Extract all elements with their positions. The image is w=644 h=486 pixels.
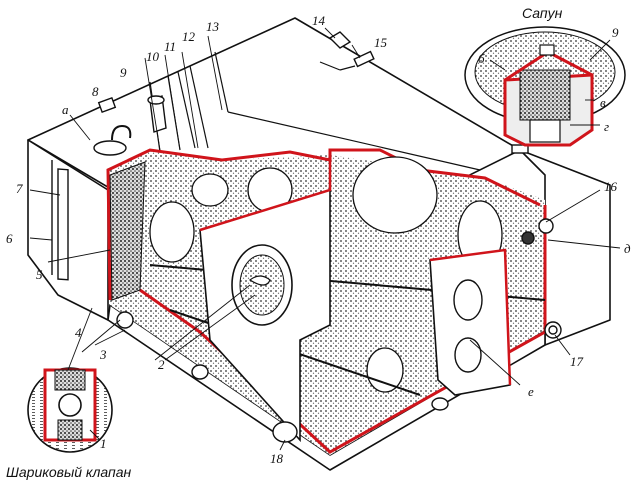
clip <box>248 275 271 286</box>
right-fittings <box>521 218 562 339</box>
letter-b: б <box>478 51 485 66</box>
cap-handle <box>111 124 132 141</box>
callout-9: 9 <box>120 65 127 80</box>
callout-6: 6 <box>6 231 13 246</box>
baffle-hole <box>453 279 483 321</box>
side-boss <box>191 364 209 380</box>
breather-callout-9: 9 <box>612 25 619 40</box>
callout-8: 8 <box>92 84 99 99</box>
letter-d: д <box>624 241 631 256</box>
tank-right-end <box>519 149 611 346</box>
callout-5: 5 <box>36 267 43 282</box>
callout-12: 12 <box>182 29 195 44</box>
callout-14: 14 <box>312 13 325 28</box>
drain-plug-18 <box>272 421 298 443</box>
top-fittings <box>93 31 529 156</box>
leader-lines <box>29 27 621 451</box>
letter-g: г <box>604 119 610 134</box>
letter-e: е <box>528 384 534 399</box>
plug-16 <box>538 218 554 234</box>
top-bracket-14 <box>328 31 352 49</box>
ball-valve-caption: Шариковый клапан <box>6 464 132 480</box>
callout-15: 15 <box>374 35 387 50</box>
callout-4: 4 <box>75 325 82 340</box>
filler-cap <box>93 140 127 156</box>
valve-body-3 <box>116 311 134 329</box>
baffle-hole <box>149 201 195 263</box>
callout-11: 11 <box>164 39 177 54</box>
right-baffle <box>429 248 512 396</box>
inner-left-wall <box>109 161 146 301</box>
breather-inset <box>464 26 626 147</box>
valve-ball <box>58 393 82 417</box>
letter-v: в <box>600 95 606 110</box>
baffle-hole <box>191 173 229 207</box>
plug-d <box>521 231 535 245</box>
callout-7: 7 <box>16 181 23 196</box>
side-boss <box>431 397 449 411</box>
baffle-hole <box>366 347 404 393</box>
side-lug <box>511 144 529 154</box>
callout-18: 18 <box>270 451 283 466</box>
baffle-hole <box>454 337 482 373</box>
callout-10: 10 <box>146 49 159 64</box>
bottom-fittings <box>116 311 449 443</box>
callout-13: 13 <box>206 19 219 34</box>
callout-3: 3 <box>100 347 107 362</box>
level-window <box>51 160 69 281</box>
hinge-clip <box>97 97 117 113</box>
callout-17: 17 <box>570 354 583 369</box>
cut-edge-bottom <box>139 205 547 454</box>
callout-16: 16 <box>604 179 617 194</box>
top-bracket-15 <box>353 50 375 68</box>
letter-a: а <box>62 102 69 117</box>
callout-1: 1 <box>100 436 107 451</box>
baffle-hole <box>352 156 438 234</box>
callout-2: 2 <box>158 357 165 372</box>
front-baffle <box>199 160 332 443</box>
breather-caption: Сапун <box>522 5 563 21</box>
